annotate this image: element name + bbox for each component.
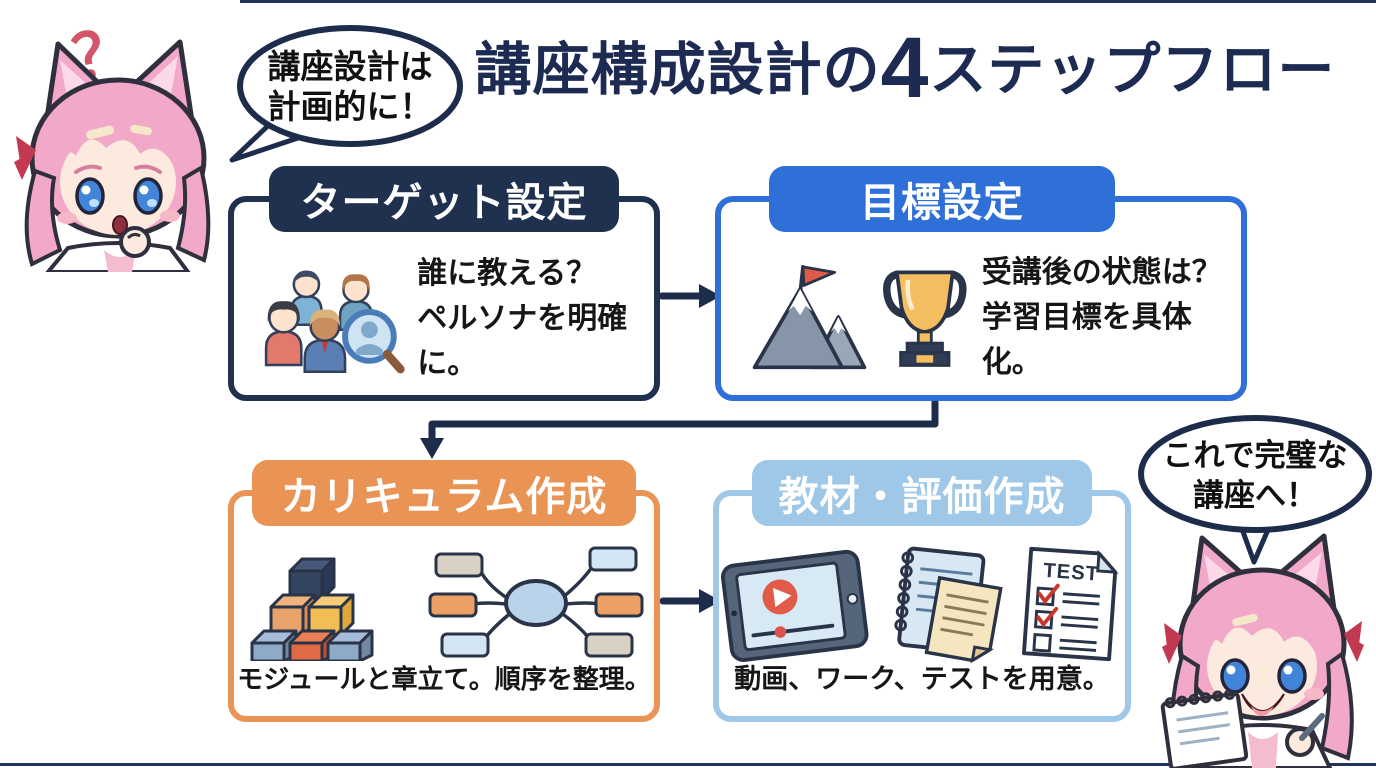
speech-left-line2: 計画的に！ [268,88,433,125]
speech-left-line1: 講座設計は [268,48,433,85]
connector-step2-to-step3 [428,398,939,444]
mountain-flag-icon [752,264,867,369]
step4-title: 教材・評価作成 [778,475,1066,519]
notepad-icon [1160,688,1249,768]
step-box-curriculum: カリキュラム作成 [228,460,660,722]
hair-ribbon-icon [1162,623,1182,664]
step4-header: 教材・評価作成 [752,460,1092,526]
step2-desc: 受講後の状態は？ 学習目標を具体化。 [981,256,1222,379]
building-blocks-icon [250,557,374,661]
trophy-icon [883,270,967,367]
title-number: 4 [880,20,930,116]
step3-title: カリキュラム作成 [280,475,608,519]
top-border-line [240,0,1376,3]
checkbox-checked-icon [1034,606,1059,630]
bottom-border-line [0,763,1376,766]
checkbox-checked-icon [1035,583,1061,607]
worksheet-notebook-icon [894,546,1003,664]
speech-right-line1: これで完璧な [1162,438,1347,473]
pen-icon [1299,713,1325,741]
title-suffix: ステップフロー [929,38,1336,102]
page-title: 講座構成設計の4ステップフロー [470,24,1340,111]
audience-persona-magnifier-icon [264,270,405,374]
magnifier-persona-icon [342,309,405,374]
eyes-icon [75,177,163,215]
speech-bubble-right: これで完璧な 講座へ！ [1138,415,1372,565]
step4-desc: 動画、ワーク、テストを用意。 [734,664,1110,694]
speech-bubble-left: 講座設計は 計画的に！ [229,25,463,163]
step2-title: 目標設定 [860,181,1024,225]
svg-text:TEST: TEST [1043,560,1100,586]
test-sheet-icon: TEST [1022,546,1119,662]
catgirl-thinking-illustration: ？ [14,16,211,272]
step-box-materials-evaluation: 教材・評価作成 [713,460,1131,722]
checkbox-empty-icon [1032,632,1053,653]
video-tablet-icon [720,549,869,662]
hair-ribbon-icon [1344,621,1364,662]
mindmap-icon [428,546,644,658]
title-prefix: 講座構成設計の [474,38,881,102]
flag-icon [801,264,837,287]
hair-ribbon-icon [14,136,36,180]
play-button-icon [762,579,798,615]
step-box-goal-setting: 目標設定 受講後の状態は？ [715,166,1247,401]
step1-header: ターゲット設定 [269,166,619,232]
step2-header: 目標設定 [769,166,1115,232]
step3-header: カリキュラム作成 [252,460,636,526]
arrowhead-down [420,438,444,459]
step1-desc: 誰に教える？ ペルソナを明確に。 [417,256,628,380]
smiling-mouth-icon [1241,693,1285,716]
person-businessman-icon [303,309,347,374]
step1-title: ターゲット設定 [300,181,588,225]
speech-right-line2: 講座へ！ [1193,478,1317,513]
step-box-target-setting: ターゲット設定 [228,166,660,401]
person-woman-bob-icon [264,301,303,367]
step3-desc: モジュールと章立て。順序を整理。 [237,664,651,694]
catgirl-notepad-illustration [1160,533,1364,768]
